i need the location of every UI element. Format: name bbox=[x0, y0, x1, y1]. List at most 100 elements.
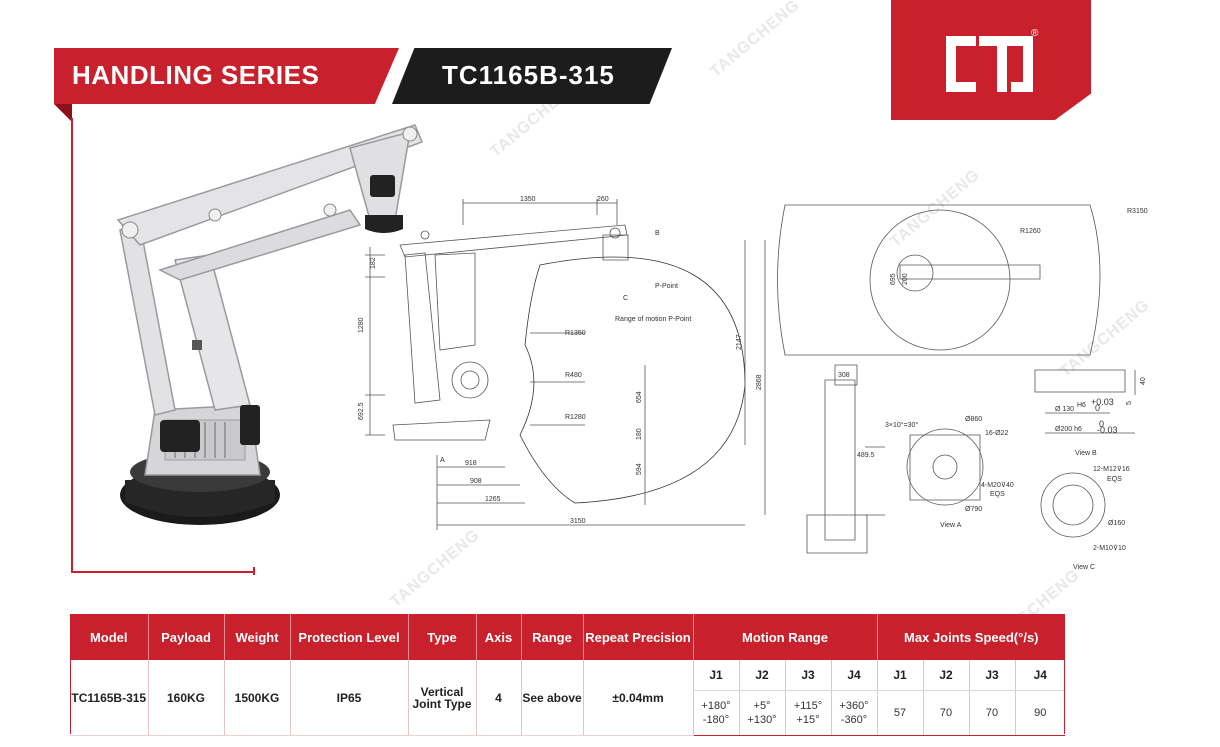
cell-axis: 4 bbox=[476, 660, 522, 736]
view-a-d790: Ø790 bbox=[965, 506, 982, 513]
view-b-tol4: -0.03 bbox=[1097, 425, 1118, 435]
spec-table: Model Payload Weight Protection Level Ty… bbox=[70, 614, 1066, 736]
header-weight: Weight bbox=[224, 614, 291, 660]
table-row: +180° -180° +5° +130° +115° +15° +360° -… bbox=[70, 690, 1066, 736]
label-c: C bbox=[623, 295, 628, 302]
label-motion-range: Range of motion P-Point bbox=[615, 316, 691, 323]
motion-j4-bottom: -360° bbox=[840, 714, 868, 726]
view-b-d130: Ø 130 bbox=[1055, 406, 1074, 413]
joint-label: J1 bbox=[693, 660, 740, 691]
view-a-label: View A bbox=[940, 522, 962, 529]
joint-label: J4 bbox=[831, 660, 878, 691]
brand-logo: ® bbox=[891, 0, 1091, 120]
joint-label: J3 bbox=[969, 660, 1016, 691]
view-b-dim-40: 40 bbox=[1140, 377, 1147, 385]
dim-200: 200 bbox=[902, 273, 909, 285]
dim-3150: 3150 bbox=[570, 518, 586, 525]
table-header-row: Model Payload Weight Protection Level Ty… bbox=[70, 614, 1066, 660]
motion-j1: +180° -180° bbox=[693, 690, 740, 736]
cell-model: TC1165B-315 bbox=[70, 660, 149, 736]
dim-1280: 1280 bbox=[358, 317, 365, 333]
tc-logo-icon: ® bbox=[946, 28, 1039, 92]
view-c-d160: Ø160 bbox=[1108, 520, 1125, 527]
motion-j3: +115° +15° bbox=[785, 690, 832, 736]
dim-2147: 2147 bbox=[736, 334, 743, 350]
series-banner: HANDLING SERIES bbox=[54, 48, 399, 104]
frame-line-vertical bbox=[71, 118, 73, 572]
robot-illustration bbox=[116, 124, 423, 525]
dim-908: 908 bbox=[470, 478, 482, 485]
view-b-tol1: +0.03 bbox=[1091, 397, 1114, 407]
motion-j3-bottom: +15° bbox=[796, 714, 820, 726]
view-a-angle: 3×10°=30° bbox=[885, 421, 918, 429]
view-b-h6: H6 bbox=[1077, 402, 1086, 409]
r3150-label: R3150 bbox=[1127, 208, 1148, 215]
cell-weight: 1500KG bbox=[224, 660, 291, 736]
view-c-thread1: 12-M12⊽16 bbox=[1093, 465, 1130, 473]
label-a: A bbox=[440, 457, 445, 464]
cell-type-line1: Vertical bbox=[420, 684, 464, 699]
view-a-eqs: EQS bbox=[990, 491, 1005, 498]
dim-1265: 1265 bbox=[485, 496, 501, 503]
dim-489-5: 489.5 bbox=[857, 452, 875, 459]
header-range: Range bbox=[521, 614, 584, 660]
view-c-label: View C bbox=[1073, 564, 1095, 571]
cell-type-line2: Joint Type bbox=[412, 696, 472, 711]
motion-j1-bottom: -180° bbox=[702, 714, 730, 726]
view-a-d860: Ø860 bbox=[965, 416, 982, 423]
model-title: TC1165B-315 bbox=[442, 60, 615, 90]
series-title: HANDLING SERIES bbox=[72, 60, 320, 90]
joint-label: J1 bbox=[877, 660, 924, 691]
speed-j4: 90 bbox=[1015, 690, 1066, 736]
dim-692-5: 692.5 bbox=[358, 402, 365, 420]
view-c-thread2: 2-M10⊽10 bbox=[1093, 544, 1126, 552]
view-b-d200: Ø200 h6 bbox=[1055, 426, 1082, 433]
motion-j1-top: +180° bbox=[701, 700, 731, 712]
cell-type: Vertical Joint Type bbox=[408, 660, 477, 736]
joint-label: J4 bbox=[1015, 660, 1066, 691]
label-p-point: P-Point bbox=[655, 283, 678, 290]
dim-2868: 2868 bbox=[756, 374, 763, 390]
header-model: Model bbox=[70, 614, 149, 660]
r1260-label: R1260 bbox=[1020, 228, 1041, 235]
dim-594: 594 bbox=[636, 463, 643, 475]
header-precision: Repeat Precision bbox=[583, 614, 694, 660]
cell-payload: 160KG bbox=[148, 660, 225, 736]
technical-drawing: 1350 260 B P-Point C Range of motion P-P… bbox=[358, 196, 1148, 571]
banner-fold bbox=[54, 104, 72, 122]
speed-j1: 57 bbox=[877, 690, 924, 736]
table-joint-row: TC1165B-315 160KG 1500KG IP65 Vertical J… bbox=[70, 660, 1066, 736]
r480-label: R480 bbox=[565, 372, 582, 379]
view-c-eqs: EQS bbox=[1107, 476, 1122, 483]
header-type: Type bbox=[408, 614, 477, 660]
frame-line-horizontal bbox=[71, 571, 255, 573]
motion-j2-bottom: +130° bbox=[747, 714, 777, 726]
cell-range: See above bbox=[521, 660, 584, 736]
model-banner: TC1165B-315 bbox=[392, 48, 672, 104]
joint-label: J2 bbox=[923, 660, 970, 691]
registered-mark: ® bbox=[1031, 28, 1039, 39]
cell-protection: IP65 bbox=[290, 660, 409, 736]
dim-695: 695 bbox=[890, 273, 897, 285]
frame-line-end bbox=[253, 567, 255, 575]
joint-label: J2 bbox=[739, 660, 786, 691]
motion-j2-top: +5° bbox=[753, 700, 771, 712]
r1280-label: R1280 bbox=[565, 414, 586, 421]
view-a-holes: 16-Ø22 bbox=[985, 430, 1008, 437]
dim-918: 918 bbox=[465, 460, 477, 467]
motion-j4-top: +360° bbox=[839, 700, 869, 712]
dim-308: 308 bbox=[838, 372, 850, 379]
header-motion-range: Motion Range bbox=[693, 614, 878, 660]
view-b-dim-5: 5 bbox=[1126, 401, 1133, 405]
label-b: B bbox=[655, 230, 660, 237]
header-protection: Protection Level bbox=[290, 614, 409, 660]
motion-j2: +5° +130° bbox=[739, 690, 786, 736]
view-b-tol2: 0 bbox=[1095, 403, 1100, 413]
watermark: TANGCHENG bbox=[707, 0, 804, 81]
motion-j3-top: +115° bbox=[793, 700, 823, 712]
header-payload: Payload bbox=[148, 614, 225, 660]
joint-label: J3 bbox=[785, 660, 832, 691]
dim-1350: 1350 bbox=[520, 196, 536, 203]
motion-j4: +360° -360° bbox=[831, 690, 878, 736]
r1350-label: R1350 bbox=[565, 330, 586, 337]
